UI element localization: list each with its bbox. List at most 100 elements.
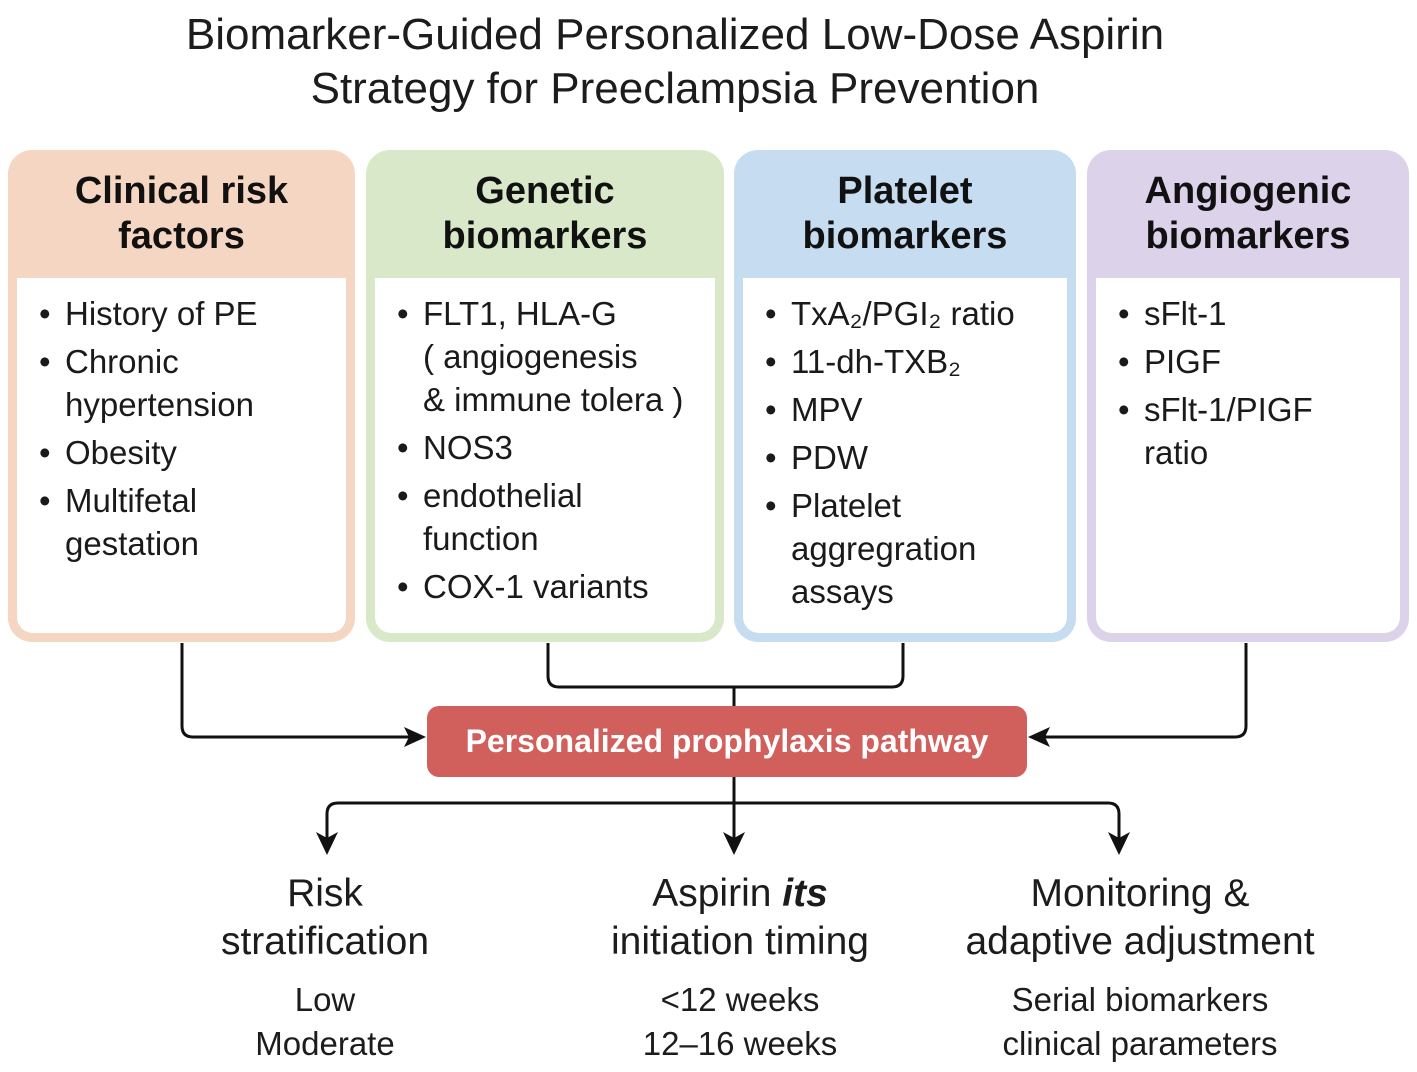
outcome-details: Low Moderate xyxy=(175,978,475,1066)
list-item: TxA₂/PGI₂ ratio xyxy=(765,292,1061,335)
arrow-into-pathway-left xyxy=(404,727,426,747)
item-text: Obesity xyxy=(65,434,177,471)
outcome-title-line: Monitoring & xyxy=(1030,872,1250,915)
list-item: MPV xyxy=(765,388,1061,431)
item-list: TxA₂/PGI₂ ratio 11-dh-TXB₂ MPV PDW Plate… xyxy=(765,292,1061,613)
card-clinical-risk-factors: Clinical risk factors History of PE Chro… xyxy=(8,150,355,642)
outcome-title-line: initiation timing xyxy=(611,920,869,963)
card-body: TxA₂/PGI₂ ratio 11-dh-TXB₂ MPV PDW Plate… xyxy=(743,278,1067,633)
list-item: NOS3 xyxy=(397,426,709,469)
card-heading: Angiogenic biomarkers xyxy=(1096,150,1400,278)
item-list: sFlt-1 PIGF sFlt-1/PIGF ratio xyxy=(1118,292,1394,474)
item-text: TxA₂/PGI₂ ratio xyxy=(791,295,1015,332)
item-text: Chronic xyxy=(65,343,179,380)
item-text: COX-1 variants xyxy=(423,568,649,605)
item-text: endothelial xyxy=(423,477,583,514)
list-item: 11-dh-TXB₂ xyxy=(765,340,1061,383)
outcome-title-line: stratification xyxy=(220,920,430,963)
card-heading: Genetic biomarkers xyxy=(375,150,715,278)
item-text: PIGF xyxy=(1144,343,1222,380)
connector-clinical xyxy=(180,643,415,739)
item-text: MPV xyxy=(791,391,863,428)
list-item: sFlt-1/PIGF ratio xyxy=(1118,388,1394,474)
outcome-detail-line: Moderate xyxy=(255,1025,395,1062)
list-item: Multifetal gestation xyxy=(39,479,340,565)
outcome-title-line: adaptive adjustment xyxy=(965,920,1315,963)
personalized-prophylaxis-pathway: Personalized prophylaxis pathway xyxy=(427,706,1027,777)
list-item: PIGF xyxy=(1118,340,1394,383)
connector-angio xyxy=(1040,643,1248,739)
list-item: COX-1 variants xyxy=(397,565,709,608)
title-line-1: Biomarker-Guided Personalized Low-Dose A… xyxy=(185,10,1165,59)
outcome-details: Serial biomarkers clinical parameters xyxy=(935,978,1345,1066)
item-text: NOS3 xyxy=(423,429,513,466)
card-genetic-biomarkers: Genetic biomarkers FLT1, HLA-G ( angiogen… xyxy=(366,150,724,642)
arrow-into-pathway-right xyxy=(1028,727,1050,747)
outcome-title-italic: its xyxy=(782,872,828,915)
card-heading: Platelet biomarkers xyxy=(743,150,1067,278)
item-text: ratio xyxy=(1144,434,1209,471)
outcome-title: Risk stratification xyxy=(175,870,475,966)
heading-line: biomarkers xyxy=(442,215,648,257)
outcome-detail-line: 12–16 weeks xyxy=(642,1025,838,1062)
card-platelet-biomarkers: Platelet biomarkers TxA₂/PGI₂ ratio 11-d… xyxy=(734,150,1076,642)
item-text: aggregration xyxy=(791,530,977,567)
outcome-detail-line: <12 weeks xyxy=(660,981,820,1018)
list-item: PDW xyxy=(765,436,1061,479)
list-item: sFlt-1 xyxy=(1118,292,1394,335)
arrow-to-aspirin xyxy=(723,832,745,855)
item-text: FLT1, HLA-G xyxy=(423,295,617,332)
heading-line: Platelet xyxy=(837,170,973,212)
heading-line: biomarkers xyxy=(802,215,1008,257)
connector-branch xyxy=(325,801,1121,838)
item-text: Platelet xyxy=(791,487,902,524)
outcome-title: Aspirin its initiation timing xyxy=(560,870,920,966)
diagram-title: Biomarker-Guided Personalized Low-Dose A… xyxy=(0,8,1350,116)
outcome-title-part: Aspirin xyxy=(652,872,783,915)
item-text: History of PE xyxy=(65,295,258,332)
card-body: sFlt-1 PIGF sFlt-1/PIGF ratio xyxy=(1096,278,1400,633)
outcome-monitoring-adjustment: Monitoring & adaptive adjustment Serial … xyxy=(935,870,1345,1066)
outcome-title-line: Risk xyxy=(287,872,363,915)
item-text: assays xyxy=(791,573,894,610)
item-list: History of PE Chronic hypertension Obesit… xyxy=(39,292,340,565)
item-text: ( angiogenesis xyxy=(423,338,638,375)
item-text: PDW xyxy=(791,439,868,476)
title-line-2: Strategy for Preeclampsia Prevention xyxy=(310,64,1040,113)
item-text: 11-dh-TXB₂ xyxy=(791,343,961,380)
card-heading: Clinical risk factors xyxy=(17,150,346,278)
item-text: sFlt-1 xyxy=(1144,295,1227,332)
list-item: Obesity xyxy=(39,431,340,474)
outcome-detail-line: clinical parameters xyxy=(1002,1025,1278,1062)
connector-genetic xyxy=(546,643,905,689)
outcome-detail-line: Low xyxy=(294,981,356,1018)
item-text: sFlt-1/PIGF xyxy=(1144,391,1313,428)
list-item: Platelet aggregration assays xyxy=(765,484,1061,613)
list-item: FLT1, HLA-G ( angiogenesis & immune tolera… xyxy=(397,292,709,421)
heading-line: biomarkers xyxy=(1145,215,1351,257)
arrow-to-risk xyxy=(316,832,338,855)
heading-line: Angiogenic xyxy=(1144,170,1352,212)
item-text: hypertension xyxy=(65,386,254,423)
list-item: History of PE xyxy=(39,292,340,335)
card-body: History of PE Chronic hypertension Obesit… xyxy=(17,278,346,633)
list-item: Chronic hypertension xyxy=(39,340,340,426)
outcome-details: <12 weeks 12–16 weeks xyxy=(560,978,920,1066)
list-item: endothelial function xyxy=(397,474,709,560)
outcome-title-line: Aspirin its xyxy=(560,870,920,918)
item-text: & immune tolera ) xyxy=(423,381,684,418)
item-text: gestation xyxy=(65,525,199,562)
heading-line: factors xyxy=(118,215,245,257)
card-body: FLT1, HLA-G ( angiogenesis & immune tolera… xyxy=(375,278,715,633)
arrow-to-monitoring xyxy=(1108,832,1130,855)
heading-line: Clinical risk xyxy=(74,170,289,212)
item-list: FLT1, HLA-G ( angiogenesis & immune tolera… xyxy=(397,292,709,608)
outcome-aspirin-initiation: Aspirin its initiation timing <12 weeks … xyxy=(560,870,920,1066)
outcome-title: Monitoring & adaptive adjustment xyxy=(935,870,1345,966)
outcome-risk-stratification: Risk stratification Low Moderate xyxy=(175,870,475,1066)
card-angiogenic-biomarkers: Angiogenic biomarkers sFlt-1 PIGF sFlt-1… xyxy=(1087,150,1409,642)
item-text: function xyxy=(423,520,539,557)
item-text: Multifetal xyxy=(65,482,198,519)
outcome-detail-line: Serial biomarkers xyxy=(1011,981,1269,1018)
